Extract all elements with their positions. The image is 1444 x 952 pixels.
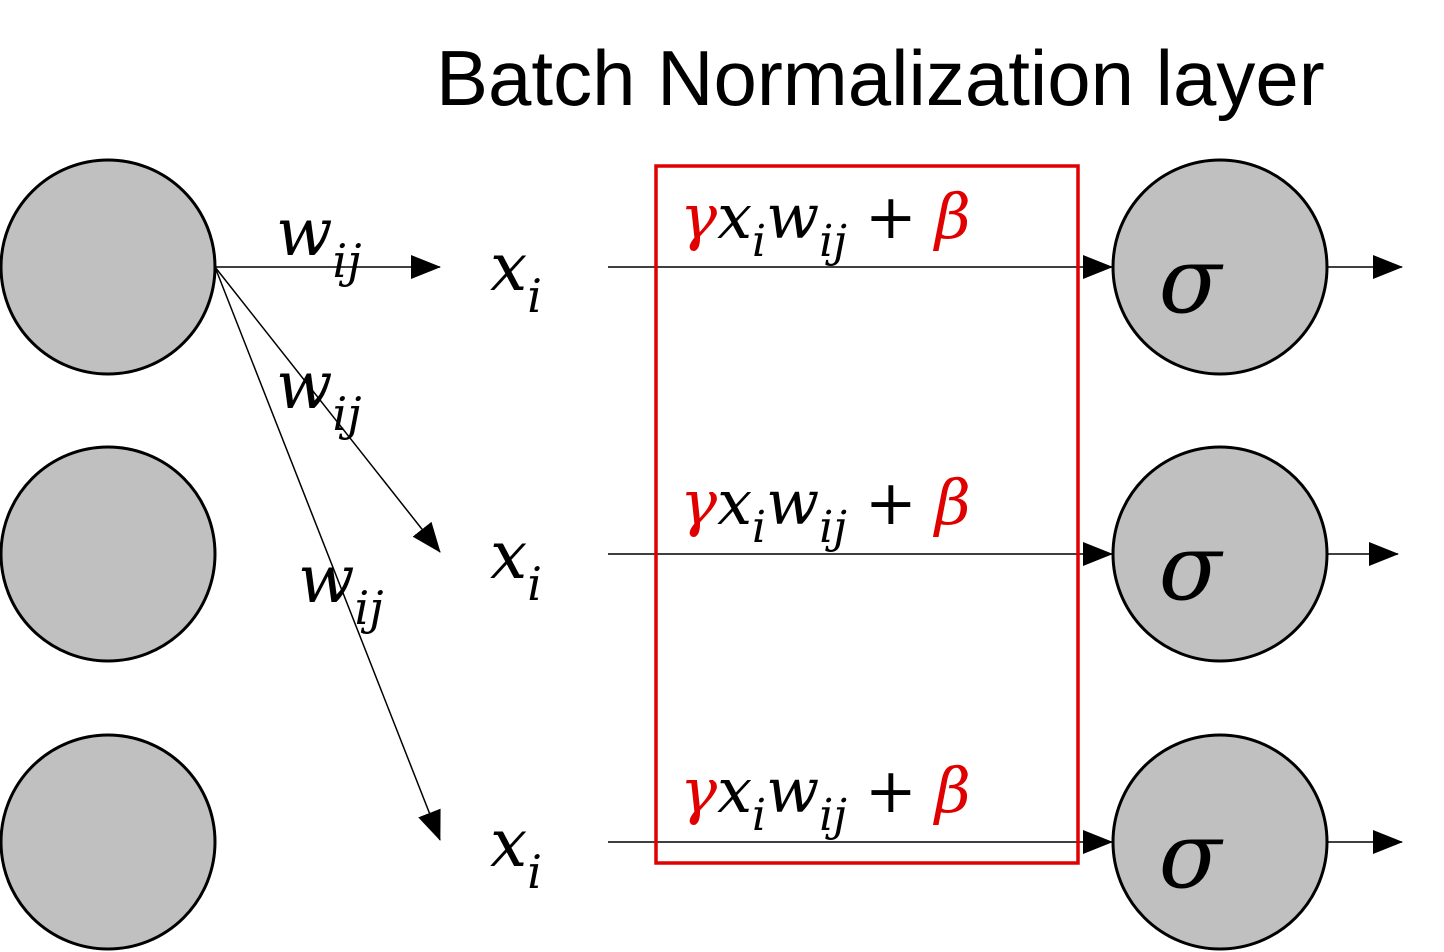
output-layer: σ σ σ xyxy=(1111,158,1329,951)
diagram-title: Batch Normalization layer xyxy=(436,34,1325,122)
output-arrows xyxy=(1327,255,1403,854)
sigma-label: σ xyxy=(1159,514,1224,621)
activation-label: xi xyxy=(490,805,542,899)
input-node xyxy=(0,445,217,663)
weight-label: wij xyxy=(276,347,361,441)
activation-label: xi xyxy=(490,517,542,611)
input-node xyxy=(0,733,217,951)
activation-labels: xi xi xi xyxy=(490,229,542,899)
activation-label: xi xyxy=(490,229,542,323)
weight-connections xyxy=(214,255,441,841)
input-node xyxy=(0,158,217,376)
weight-label: wij xyxy=(298,541,383,635)
bn-expression: γxiwij+β xyxy=(680,754,971,841)
weight-labels: wij wij wij xyxy=(276,194,383,635)
sigma-label: σ xyxy=(1159,227,1224,334)
input-layer xyxy=(0,158,217,951)
bn-expression: γxiwij+β xyxy=(680,466,971,553)
sigma-label: σ xyxy=(1159,802,1224,909)
connection-arrow xyxy=(214,266,441,553)
connection-arrow xyxy=(214,266,441,841)
bn-expressions: γxiwij+β γxiwij+β γxiwij+β xyxy=(680,180,971,841)
weight-label: wij xyxy=(276,194,361,288)
batch-norm-box xyxy=(654,164,1080,865)
bn-expression: γxiwij+β xyxy=(680,180,971,267)
bn-paths xyxy=(608,255,1113,854)
